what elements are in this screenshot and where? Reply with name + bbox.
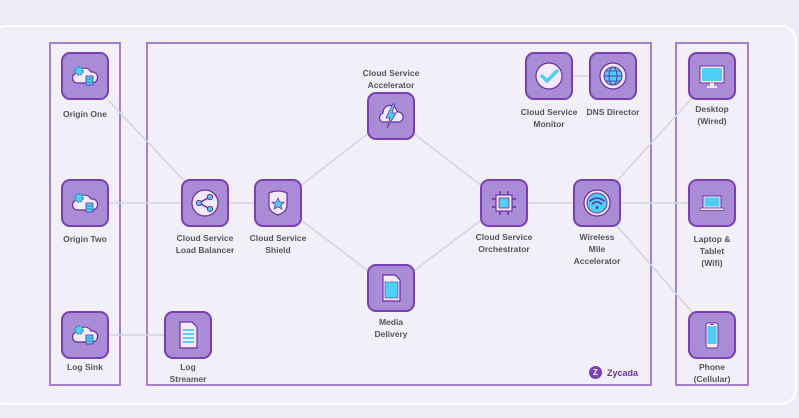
label-monitor: Cloud Service Monitor [520, 107, 578, 129]
node-phone[interactable] [688, 311, 736, 359]
label-orchestrator: Cloud Service Orchestrator [475, 232, 533, 254]
node-desktop[interactable] [688, 52, 736, 100]
checkmark-icon [535, 62, 563, 90]
label-load-balancer: Cloud Service Load Balancer [175, 233, 235, 255]
chip-icon [492, 191, 516, 215]
phone-icon [705, 322, 719, 349]
wifi-icon [583, 189, 611, 217]
document-lines-icon [179, 321, 198, 349]
share-icon [191, 189, 219, 217]
label-desktop: Desktop (Wired) [695, 104, 729, 126]
cloud-services-panel [146, 42, 652, 386]
node-log-streamer[interactable] [164, 311, 212, 359]
node-log-sink[interactable] [61, 311, 109, 359]
label-accelerator: Cloud Service Accelerator [362, 68, 420, 90]
shield-star-icon [268, 190, 288, 216]
cloud-lightning-icon [379, 103, 404, 129]
label-shield: Cloud Service Shield [249, 233, 307, 255]
brand-name: Zycada [607, 367, 639, 378]
origins-panel [49, 42, 121, 386]
cloud-server-icon [71, 66, 99, 86]
laptop-icon [699, 195, 725, 211]
label-dns-director: DNS Director [586, 107, 640, 117]
node-origin-two[interactable] [61, 179, 109, 227]
clients-panel [675, 42, 749, 386]
node-laptop[interactable] [688, 179, 736, 227]
monitor-icon [699, 65, 725, 88]
node-wireless[interactable] [573, 179, 621, 227]
node-orchestrator[interactable] [480, 179, 528, 227]
globe-icon [599, 62, 627, 90]
node-shield[interactable] [254, 179, 302, 227]
label-origin-two: Origin Two [63, 234, 107, 244]
node-origin-one[interactable] [61, 52, 109, 100]
label-origin-one: Origin One [63, 109, 107, 119]
brand-logo: Z Zycada [589, 366, 638, 379]
cloud-server-icon [71, 193, 99, 213]
node-media-delivery[interactable] [367, 264, 415, 312]
node-load-balancer[interactable] [181, 179, 229, 227]
label-laptop: Laptop & Tablet (Wifi) [693, 234, 731, 268]
zycada-logo-icon: Z [589, 366, 602, 379]
diagram-card [0, 25, 797, 405]
label-log-streamer: Log Streamer [169, 362, 207, 384]
node-dns-director[interactable] [589, 52, 637, 100]
label-media-delivery: Media Delivery [374, 317, 408, 339]
label-phone: Phone (Cellular) [693, 362, 731, 384]
label-log-sink: Log Sink [67, 362, 103, 372]
label-wireless: Wireless Mile Accelerator [573, 232, 621, 266]
node-monitor[interactable] [525, 52, 573, 100]
node-accelerator[interactable] [367, 92, 415, 140]
document-media-icon [382, 274, 401, 302]
cloud-server-icon [71, 325, 99, 345]
